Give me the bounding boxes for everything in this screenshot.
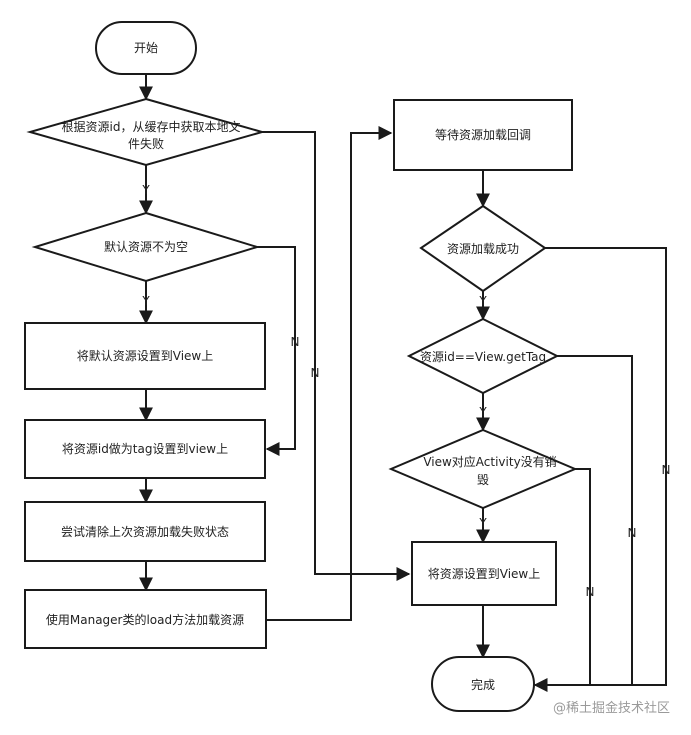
- activity-alive-label-line1: View对应Activity没有销: [423, 454, 556, 469]
- edge-label-activity-no: N: [586, 585, 595, 599]
- set-resource-label: 将资源设置到View上: [428, 567, 540, 581]
- edge-label-default-no: N: [291, 335, 300, 349]
- load-manager-process: [24, 589, 267, 649]
- load-success-decision: [419, 204, 547, 293]
- edge-label-success-yes: Y: [478, 294, 487, 308]
- edge-activity-no-to-done: [575, 468, 591, 685]
- activity-alive-decision: [388, 428, 578, 510]
- edge-label-tag-no: N: [628, 526, 637, 540]
- activity-alive-label-line2: 毁: [477, 472, 489, 487]
- edge-label-cache-yes: Y: [141, 183, 150, 197]
- default-not-null-decision: [31, 211, 261, 283]
- set-default-process: [24, 322, 266, 390]
- set-tag-process: [24, 419, 266, 479]
- default-not-null-label: 默认资源不为空: [104, 239, 188, 254]
- cache-decision-label-line1: 根据资源id，从缓存中获取本地文: [62, 119, 241, 134]
- start-node: [95, 21, 197, 75]
- wait-callback-process: [393, 99, 573, 171]
- wait-callback-label: 等待资源加载回调: [435, 128, 531, 142]
- edge-success-no-to-done: [533, 247, 667, 692]
- load-success-label: 资源加载成功: [447, 242, 519, 256]
- edge-tag-no-to-done: [557, 355, 633, 685]
- set-default-label: 将默认资源设置到View上: [77, 348, 213, 363]
- edge-label-tag-yes: Y: [478, 405, 487, 419]
- done-node: [431, 656, 535, 712]
- edge-load-to-wait: [266, 126, 393, 621]
- edge-label-cache-no: N: [311, 366, 320, 380]
- tag-match-decision: [406, 317, 560, 395]
- clear-fail-label: 尝试清除上次资源加载失败状态: [61, 524, 229, 539]
- done-label: 完成: [471, 677, 495, 692]
- edge-default-no-to-settag: [257, 246, 296, 456]
- tag-match-label: 资源id==View.getTag: [420, 350, 546, 364]
- cache-decision-label-line2: 件失败: [128, 136, 164, 151]
- start-label: 开始: [134, 41, 158, 55]
- edge-label-activity-yes: Y: [478, 516, 487, 530]
- clear-fail-process: [24, 501, 266, 562]
- cache-decision: [26, 97, 266, 167]
- set-resource-process: [411, 541, 557, 606]
- edge-label-default-yes: Y: [141, 294, 150, 308]
- watermark: @稀土掘金技术社区: [553, 700, 670, 716]
- load-manager-label: 使用Manager类的load方法加载资源: [46, 612, 244, 627]
- set-tag-label: 将资源id做为tag设置到view上: [62, 441, 228, 456]
- edge-label-success-no: N: [662, 463, 671, 477]
- edge-cache-no-to-setresource: [262, 131, 411, 581]
